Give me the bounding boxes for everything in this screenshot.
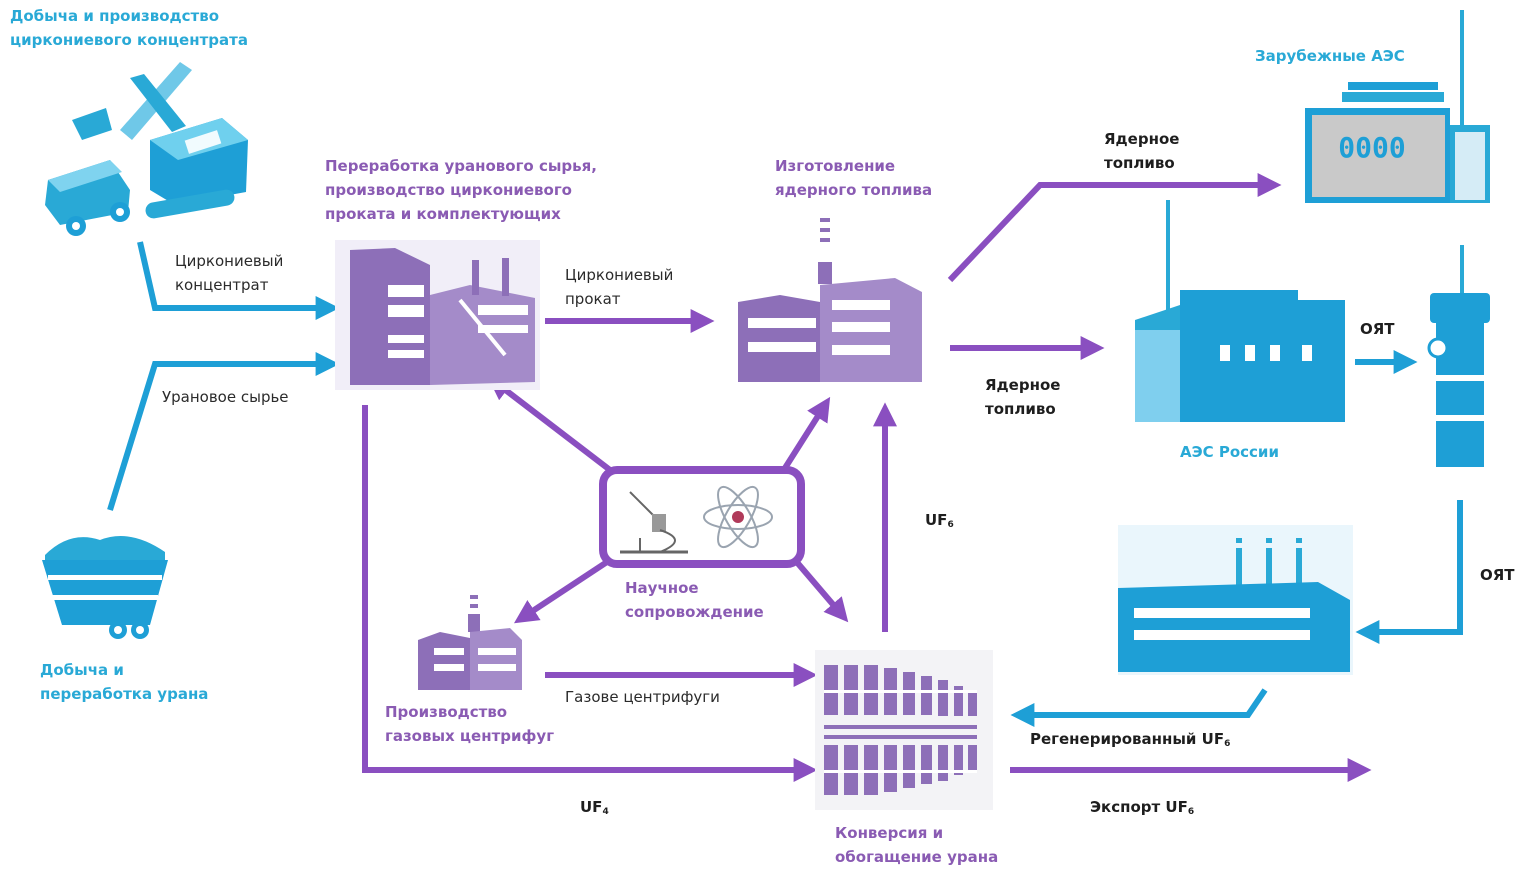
reprocessing-plant-icon [1118, 525, 1353, 675]
flow-gas-centrifuges: Газове центрифуги [565, 688, 720, 706]
science-support-icon [599, 466, 805, 568]
arrow-uranium-raw [107, 352, 340, 511]
node-processing-line1: Переработка уранового сырья, [325, 157, 597, 175]
node-conversion-line2: обогащение урана [835, 848, 999, 866]
arrow-uf4 [362, 405, 818, 782]
flow-nuclear-fuel-export-line1: Ядерное [1104, 130, 1180, 148]
arrow-science-centrifuge [513, 557, 612, 624]
flow-regenerated-uf6-sub: 6 [1224, 739, 1231, 749]
node-conversion: Конверсия и обогащение урана [835, 821, 998, 869]
flow-uf4-sub: 4 [602, 807, 609, 817]
npp-window-label: 0000 [1338, 131, 1405, 164]
node-processing: Переработка уранового сырья, производств… [325, 154, 597, 226]
flow-arrows [107, 173, 1463, 782]
atom-icon [703, 485, 773, 549]
arrow-regenerated-uf6 [1010, 688, 1268, 727]
node-processing-line3: проката и комплектующих [325, 205, 561, 223]
node-zirconium-mining-line2: циркониевого концентрата [10, 31, 248, 49]
node-zirconium-mining: Добыча и производство циркониевого конце… [10, 4, 248, 52]
flow-zirconium-rolled-line1: Циркониевый [565, 266, 674, 284]
node-fuel-fabrication-line1: Изготовление [775, 157, 896, 175]
node-russian-npp: АЭС России [1180, 443, 1279, 461]
flow-export-uf6: Экспорт UF6 [1090, 795, 1194, 824]
node-centrifuge-production: Производство газовых центрифуг [385, 700, 554, 748]
flow-zirconium-rolled-line2: прокат [565, 290, 621, 308]
node-zirconium-mining-line1: Добыча и производство [10, 7, 220, 25]
node-centrifuge-production-line1: Производство [385, 703, 508, 721]
node-uranium-mining: Добыча и переработка урана [40, 658, 208, 706]
flow-zirconium-rolled: Циркониевый прокат [565, 263, 673, 311]
microscope-icon [620, 491, 688, 554]
fuel-fabrication-plant-icon [738, 218, 922, 382]
flow-nuclear-fuel-export: Ядерное топливо [1104, 127, 1179, 175]
node-science: Научное сопровождение [625, 576, 764, 624]
ore-cart-icon [42, 536, 168, 639]
flow-regenerated-uf6-text: Регенерированный UF [1030, 730, 1225, 748]
centrifuge-plant-icon [418, 595, 522, 690]
arrow-science-fuel [782, 396, 831, 470]
flow-zirconium-concentrate-line1: Циркониевый [175, 252, 284, 270]
flow-uf6-up-text: UF [925, 511, 948, 529]
flow-uf4-text: UF [580, 798, 603, 816]
arrow-science-conversion [792, 558, 849, 623]
flow-uf6-up-sub: 6 [947, 520, 954, 530]
node-uranium-mining-line2: переработка урана [40, 685, 209, 703]
flow-nuclear-fuel-export-line2: топливо [1104, 154, 1175, 172]
node-conversion-line1: Конверсия и [835, 824, 944, 842]
processing-plant-icon [335, 240, 540, 390]
node-science-line1: Научное [625, 579, 699, 597]
node-fuel-fabrication-line2: ядерного топлива [775, 181, 933, 199]
zirconium-mining-icon [45, 62, 248, 236]
flow-snf-2: ОЯТ [1480, 566, 1515, 584]
flow-nuclear-fuel-domestic-line1: Ядерное [985, 376, 1061, 394]
arrow-snf-to-reprocessing [1355, 500, 1463, 644]
flow-snf-1: ОЯТ [1360, 320, 1395, 338]
russian-npp-icon [1135, 200, 1345, 422]
flow-export-uf6-text: Экспорт UF [1090, 798, 1188, 816]
node-centrifuge-production-line2: газовых центрифуг [385, 727, 555, 745]
flow-zirconium-concentrate: Циркониевый концентрат [175, 249, 283, 297]
flow-zirconium-concentrate-line2: концентрат [175, 276, 269, 294]
centrifuge-cascade-icon [815, 650, 993, 810]
arrow-zirconium-concentrate [137, 241, 340, 320]
node-science-line2: сопровождение [625, 603, 764, 621]
snf-cask-icon [1427, 245, 1490, 467]
flow-export-uf6-sub: 6 [1187, 807, 1195, 817]
flow-regenerated-uf6: Регенерированный UF6 [1030, 727, 1230, 756]
flow-nuclear-fuel-domestic: Ядерное топливо [985, 373, 1060, 421]
flow-uranium-raw: Урановое сырье [162, 388, 289, 406]
arrow-fuel-export [947, 173, 1282, 283]
node-uranium-mining-line1: Добыча и [40, 661, 124, 679]
flow-uf6-up: UF6 [925, 508, 954, 537]
node-foreign-npp: Зарубежные АЭС [1255, 47, 1405, 65]
foreign-npp-icon: 0000 [1305, 10, 1490, 203]
flow-uf4: UF4 [580, 795, 609, 824]
arrow-science-processing [487, 376, 612, 473]
flow-nuclear-fuel-domestic-line2: топливо [985, 400, 1056, 418]
node-processing-line2: производство циркониевого [325, 181, 572, 199]
node-fuel-fabrication: Изготовление ядерного топлива [775, 154, 932, 202]
